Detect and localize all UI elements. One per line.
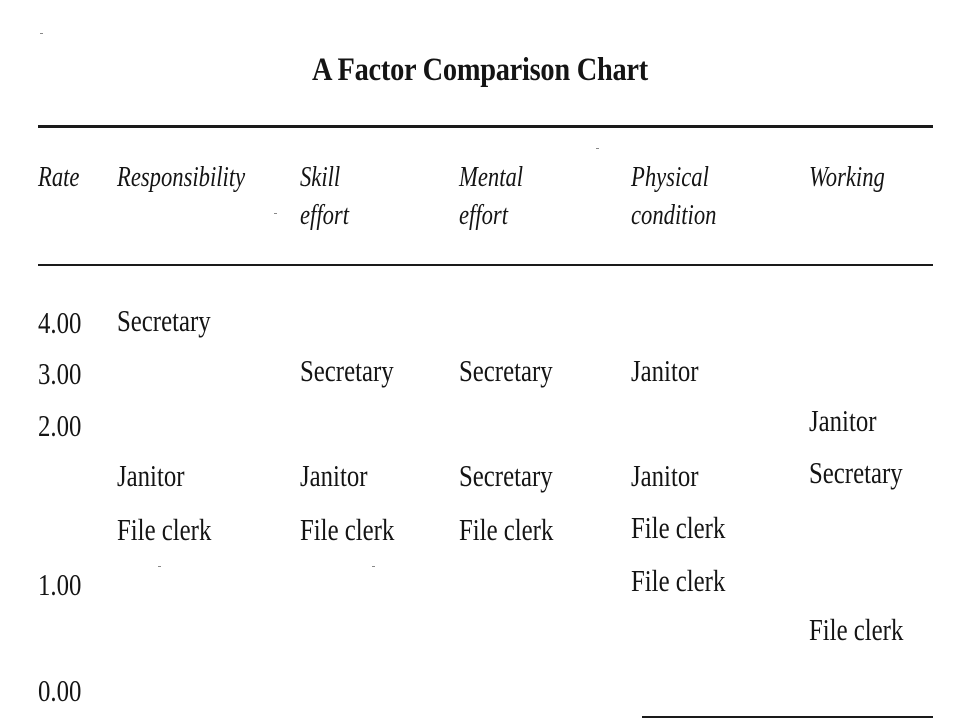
header-working: Working xyxy=(809,158,885,196)
header-mental-effort-line-1: Mental xyxy=(459,161,524,193)
working-entry: Secretary xyxy=(809,455,903,490)
responsibility-entry: Janitor xyxy=(117,458,185,493)
rate-value: 3.00 xyxy=(38,356,82,391)
scan-speck xyxy=(158,566,161,567)
physical-condition-entry: Janitor xyxy=(631,353,699,388)
header-skill-effort-line-2: effort xyxy=(300,199,350,231)
rate-value: 2.00 xyxy=(38,408,82,443)
header-mental-effort: Mental effort xyxy=(459,158,523,234)
header-responsibility: Responsibility xyxy=(117,158,245,196)
scan-speck xyxy=(372,566,375,567)
working-entry: File clerk xyxy=(809,612,904,647)
header-working-line: Working xyxy=(809,161,885,193)
header-physical-condition: Physical condition xyxy=(631,158,716,234)
skill-effort-entry: Secretary xyxy=(300,353,394,388)
physical-condition-entry: Janitor xyxy=(631,458,699,493)
header-responsibility-line: Responsibility xyxy=(117,161,246,193)
rate-value: 4.00 xyxy=(38,305,82,340)
physical-condition-entry: File clerk xyxy=(631,563,726,598)
mental-effort-entry: File clerk xyxy=(459,512,554,547)
header-skill-effort-line-1: Skill xyxy=(300,161,341,193)
header-physical-condition-line-2: condition xyxy=(631,199,717,231)
skill-effort-entry: File clerk xyxy=(300,512,395,547)
header-rule xyxy=(38,264,933,266)
bottom-rule xyxy=(642,716,933,718)
responsibility-entry: File clerk xyxy=(117,512,212,547)
physical-condition-entry: File clerk xyxy=(631,510,726,545)
rate-value: 0.00 xyxy=(38,673,82,708)
header-mental-effort-line-2: effort xyxy=(459,199,509,231)
scan-speck xyxy=(596,148,599,149)
scan-speck xyxy=(274,213,277,214)
responsibility-entry: Secretary xyxy=(117,303,211,338)
header-rate: Rate xyxy=(38,158,79,196)
rate-value: 1.00 xyxy=(38,567,82,602)
top-rule xyxy=(38,125,933,128)
chart-title: A Factor Comparison Chart xyxy=(312,52,648,88)
scan-speck xyxy=(40,33,43,34)
header-rate-line: Rate xyxy=(38,161,80,193)
working-entry: Janitor xyxy=(809,403,877,438)
header-skill-effort: Skill effort xyxy=(300,158,349,234)
mental-effort-entry: Secretary xyxy=(459,458,553,493)
skill-effort-entry: Janitor xyxy=(300,458,368,493)
mental-effort-entry: Secretary xyxy=(459,353,553,388)
header-physical-condition-line-1: Physical xyxy=(631,161,709,193)
